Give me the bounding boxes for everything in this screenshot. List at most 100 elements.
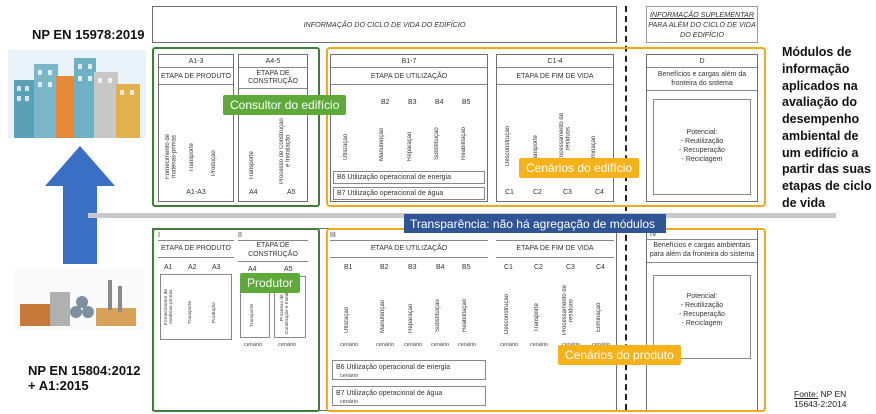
bottom-code-b3: B3	[408, 264, 417, 271]
top-code-c1: C1	[505, 189, 514, 196]
bottom-code-c1: C1	[504, 264, 513, 271]
bottom-construction-stage: II ETAPA DE CONSTRUÇÃO A4 A5 Transporte …	[238, 232, 308, 408]
bottom-code-c3: C3	[566, 264, 575, 271]
bottom-potential: Potencial:	[686, 293, 718, 300]
right-text-line: ambiental de	[782, 128, 859, 143]
top-construction-code: A4-5	[265, 58, 281, 65]
yellow-frame-bottom	[326, 228, 766, 412]
source-text-2: 15643-2:2014	[794, 399, 847, 410]
top-product-code: A1-3	[188, 58, 204, 65]
bottom-recovery: - Recuperação	[679, 311, 725, 318]
bottom-module-b7: B7 Utilização operacional de água	[336, 390, 443, 397]
roman-iv: IV	[650, 231, 657, 238]
supplementary-title-3: DO EDIFÍCIO	[680, 30, 724, 39]
yellow-frame-top	[326, 47, 766, 207]
scenario-b1: cenário	[340, 342, 359, 348]
top-module-b6: B6 Utilização operacional de energia	[337, 174, 452, 181]
lifecycle-info-header: INFORMAÇÃO DO CICLO DE VIDA DO EDIFÍCIO	[152, 6, 617, 43]
materials-illustration	[14, 268, 144, 330]
standard-bottom-label-2: + A1:2015	[28, 378, 89, 393]
roman-iii: III	[330, 232, 336, 239]
top-code-c2: C2	[533, 189, 542, 196]
bottom-code-a3: A3	[212, 264, 221, 271]
top-beyond-title-1: Benefícios e cargas além da	[657, 71, 747, 78]
bottom-code-b4: B4	[436, 264, 445, 271]
bottom-use-title: ETAPA DE UTILIZAÇÃO	[370, 245, 448, 252]
up-arrow-icon	[45, 146, 115, 264]
scenario-b7: cenário	[340, 399, 359, 405]
produtor-label: Produtor	[240, 273, 301, 293]
right-text-line: desempenho	[782, 112, 860, 126]
right-text-line: informação	[782, 61, 850, 76]
green-frame-top	[152, 47, 320, 207]
source-label: Fonte:	[794, 389, 819, 399]
bottom-lifecycle-frame	[152, 228, 617, 411]
roman-i: I	[158, 232, 160, 239]
standard-bottom-label-1: NP EN 15804:2012	[28, 363, 141, 378]
right-text-line: de vida	[782, 195, 826, 210]
top-use-code: B1-7	[401, 58, 417, 65]
scenario-b5: cenário	[458, 342, 477, 348]
bottom-code-b5: B5	[462, 264, 471, 271]
top-beyond-title-2: fronteira do sistema	[671, 80, 733, 87]
scenario-b6: cenário	[340, 373, 359, 379]
right-text-line: aplicados na	[782, 78, 858, 93]
transparency-label: Transparência: não há agregação de módul…	[404, 214, 666, 233]
bottom-code-a2: A2	[188, 264, 197, 271]
bottom-beyond-title-1: Benefícios e cargas ambientais	[653, 242, 751, 249]
bottom-eol-title: ETAPA DE FIM DE VIDA	[516, 245, 594, 252]
roman-ii: II	[238, 232, 242, 239]
green-frame-bottom	[152, 228, 320, 412]
bottom-module-b6: B6 Utilização operacional de energia	[336, 364, 451, 371]
top-code-b2: B2	[381, 99, 390, 106]
top-code-b3: B3	[408, 99, 417, 106]
scenario-c1: cenário	[500, 342, 519, 348]
top-construction-title-1: ETAPA DE	[256, 70, 290, 77]
top-potential: Potencial:	[686, 129, 718, 136]
bottom-code-c4: C4	[596, 264, 605, 271]
boundary-divider	[625, 6, 628, 410]
supplementary-info-header: INFORMAÇÃO SUPLEMENTAR PARA ALÉM DO CICL…	[646, 6, 758, 43]
scenario-b2: cenário	[376, 342, 395, 348]
scenario-a5: cenário	[278, 342, 297, 348]
top-beyond-code: D	[699, 58, 705, 65]
scenario-b3: cenário	[404, 342, 423, 348]
right-text-line: avaliação do	[782, 95, 858, 110]
top-code-c4: C4	[595, 189, 604, 196]
standard-top-label: NP EN 15978:2019	[32, 27, 145, 42]
bottom-code-b1: B1	[344, 264, 353, 271]
right-text-line: Módulos de	[782, 45, 852, 59]
right-text-line: etapas de ciclo	[782, 179, 872, 193]
bottom-beyond-frame: IV Benefícios e cargas ambientais para a…	[646, 228, 758, 411]
right-text-line: partir das suas	[782, 162, 871, 177]
lifecycle-info-title: INFORMAÇÃO DO CICLO DE VIDA DO EDIFÍCIO	[303, 20, 466, 29]
bottom-code-a5: A5	[284, 266, 293, 273]
bottom-code-a4: A4	[248, 266, 257, 273]
cenarios-produto-label: Cenários do produto	[558, 345, 681, 365]
bottom-construction-title-1: ETAPA DE	[256, 242, 290, 249]
bottom-code-c2: C2	[534, 264, 543, 271]
top-recycling: - Reciclagem	[681, 156, 723, 163]
source-note: Fonte: NP EN 15643-2:2014	[794, 389, 846, 409]
supplementary-title-2: PARA ALÉM DO CICLO DE VIDA	[648, 20, 756, 29]
top-recovery: - Recuperação	[679, 147, 725, 154]
bottom-code-a1: A1	[164, 264, 173, 271]
top-construction-stage: A4-5 ETAPA DE CONSTRUÇÃO Transporte Proc…	[238, 54, 308, 202]
top-code-c3: C3	[563, 189, 572, 196]
scenario-b4: cenário	[431, 342, 450, 348]
right-description: Módulos de informação aplicados na avali…	[782, 44, 876, 212]
top-beyond-stage: D Benefícios e cargas além da fronteira …	[646, 54, 758, 202]
scenario-c2: cenário	[530, 342, 549, 348]
top-use-stage: B1-7 ETAPA DE UTILIZAÇÃO B2 B3 B4 B5 Uti…	[330, 54, 488, 202]
bottom-product-title: ETAPA DE PRODUTO	[160, 245, 231, 252]
buildings-illustration	[8, 50, 146, 138]
bottom-reuse: - Reutilização	[680, 302, 724, 309]
top-product-footer: A1-A3	[186, 189, 206, 196]
bottom-construction-title-2: CONSTRUÇÃO	[248, 251, 298, 258]
top-construction-title-2: CONSTRUÇÃO	[248, 78, 298, 85]
top-use-title: ETAPA DE UTILIZAÇÃO	[370, 73, 448, 80]
scenario-a4: cenário	[244, 342, 263, 348]
right-text-line: um edifício a	[782, 145, 859, 160]
bottom-beyond-title-2: para além da fronteira do sistema	[649, 251, 755, 258]
top-eol-code: C1-4	[547, 58, 563, 65]
